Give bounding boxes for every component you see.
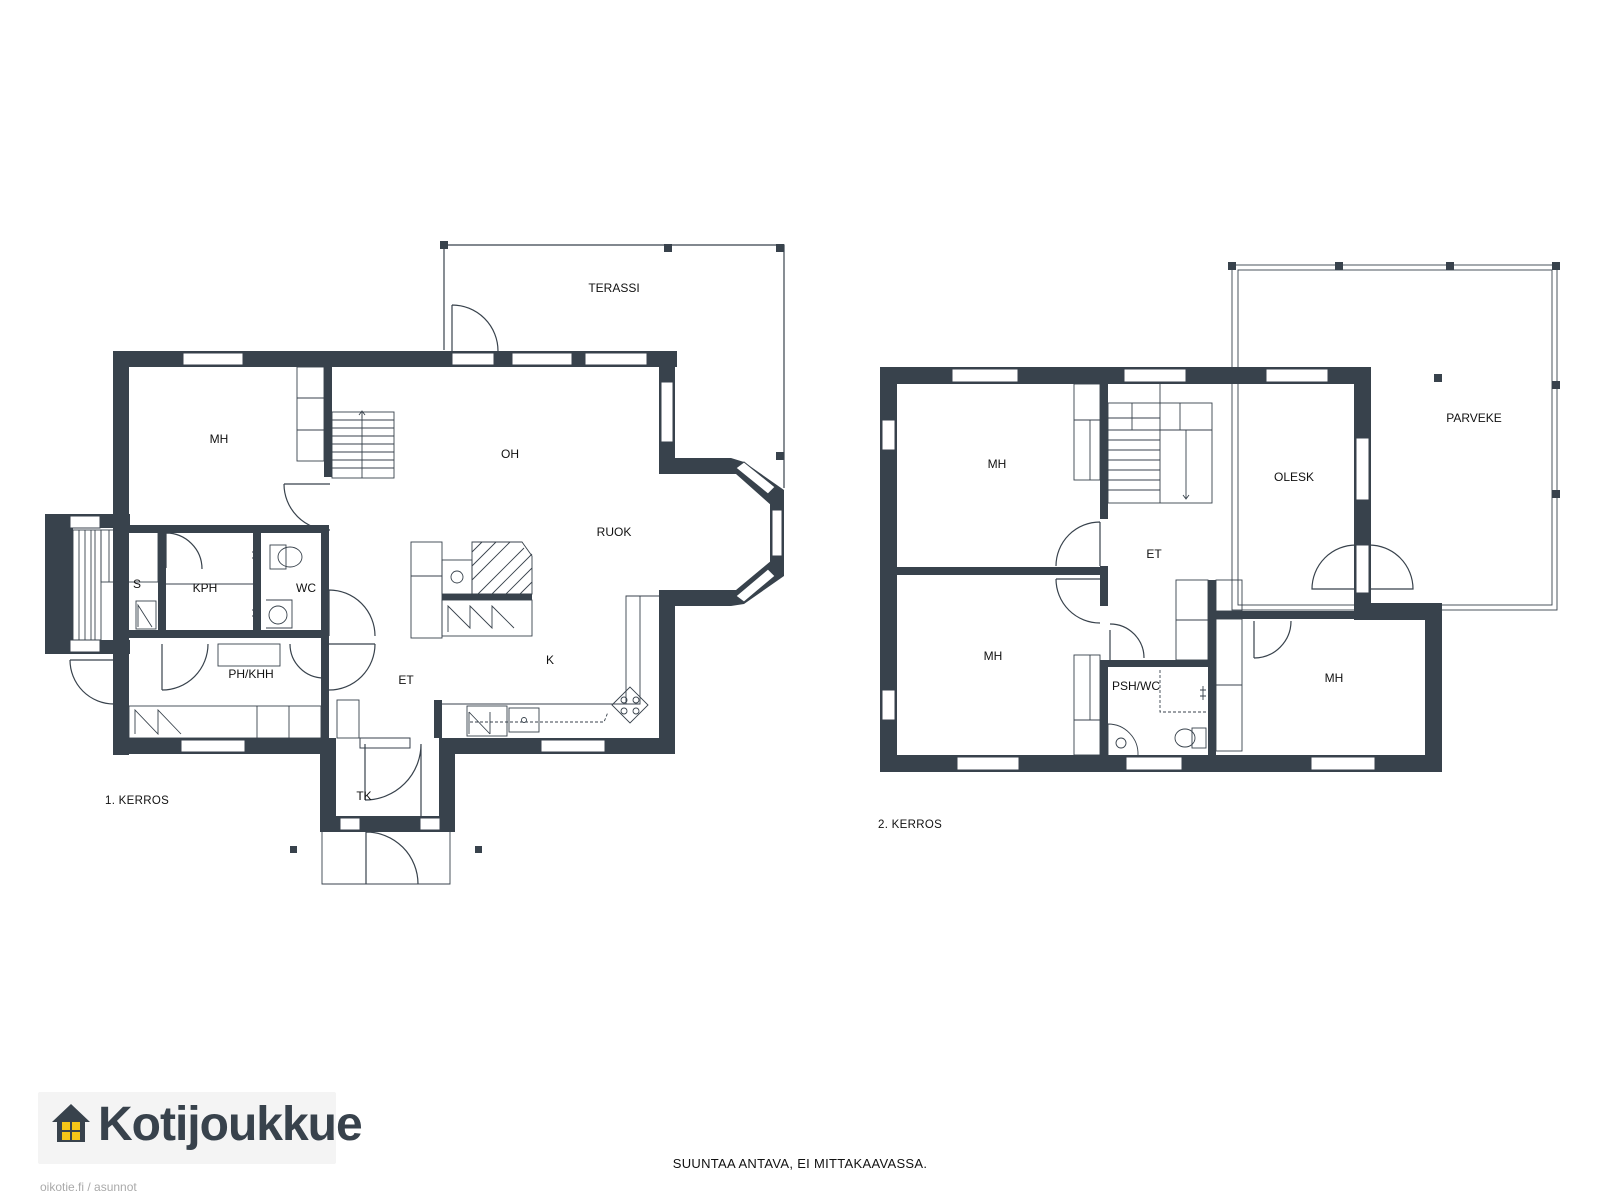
- room-label-tk: TK: [356, 789, 371, 803]
- source-watermark: oikotie.fi / asunnot: [40, 1180, 137, 1194]
- floor-1-stairs: [296, 366, 395, 479]
- house-icon: [52, 1104, 90, 1142]
- floor-2-windows: [881, 368, 1376, 771]
- floor-2-plan: MH MH MH OLESK ET PSH/WC PARVEKE 2. KERR…: [878, 262, 1560, 831]
- room-label-kph: KPH: [193, 581, 218, 595]
- room-label-mh-middle: MH: [984, 649, 1003, 663]
- room-label-ruok: RUOK: [597, 525, 632, 539]
- room-label-ph-khh: PH/KHH: [228, 667, 273, 681]
- terrace-outline: [440, 241, 785, 488]
- room-label-oh: OH: [501, 447, 519, 461]
- floor-2-fixtures: [1073, 420, 1243, 756]
- room-label-terassi: TERASSI: [588, 281, 639, 295]
- disclaimer-text: SUUNTAA ANTAVA, EI MITTAKAAVASSA.: [672, 1156, 928, 1171]
- floor-1-plan: TERASSI MH OH RUOK S KPH WC PH/KHH ET K …: [45, 241, 785, 885]
- brand-name: Kotijoukkue: [98, 1098, 363, 1151]
- floor-1-doors: [69, 304, 499, 885]
- floor-1-fixtures: [72, 529, 659, 739]
- room-label-et-2: ET: [1146, 547, 1162, 561]
- room-label-parveke: PARVEKE: [1446, 411, 1502, 425]
- room-label-s: S: [133, 577, 141, 591]
- room-label-mh-right: MH: [1325, 671, 1344, 685]
- floor-2-stairs: [1073, 383, 1213, 504]
- room-label-mh: MH: [210, 432, 229, 446]
- room-label-olesk: OLESK: [1274, 470, 1314, 484]
- balcony-outline: [1228, 262, 1560, 611]
- floor-1-windows: [69, 352, 783, 831]
- room-label-et: ET: [398, 673, 414, 687]
- room-label-psh-wc: PSH/WC: [1112, 679, 1160, 693]
- floor-2-label: 2. KERROS: [878, 819, 942, 831]
- floor-2-labels: MH MH MH OLESK ET PSH/WC PARVEKE 2. KERR…: [878, 411, 1502, 831]
- floor-1-labels: TERASSI MH OH RUOK S KPH WC PH/KHH ET K …: [105, 281, 640, 807]
- room-label-wc: WC: [296, 581, 316, 595]
- floor-1-label: 1. KERROS: [105, 795, 169, 807]
- room-label-k: K: [546, 653, 554, 667]
- brand-logo: Kotijoukkue: [38, 1092, 363, 1164]
- floor-2-doors: [1055, 521, 1414, 660]
- room-label-mh-top: MH: [988, 457, 1007, 471]
